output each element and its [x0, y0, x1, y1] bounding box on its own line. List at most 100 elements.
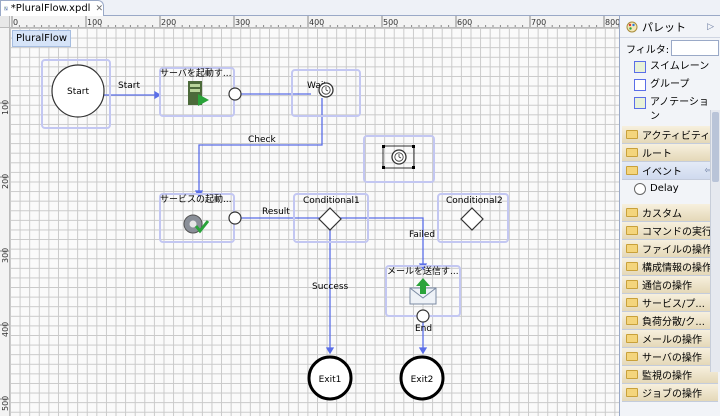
palette-drawer[interactable]: コマンドの実行	[622, 222, 718, 240]
ruler-top-label: 500	[383, 18, 398, 27]
palette-drawer[interactable]: サーバの操作	[622, 348, 718, 366]
edge-failed-label: Failed	[409, 230, 435, 240]
folder-icon	[626, 298, 638, 307]
conditional2-node[interactable]	[460, 207, 484, 231]
tab-pluralflow[interactable]: *PluralFlow.xpdl ✕	[0, 0, 104, 16]
annotation-icon	[634, 97, 646, 109]
palette-tool-label: グループ	[650, 79, 690, 90]
palette-drawer-label: 通信の操作	[642, 281, 692, 292]
start-server-label: サーバを起動す...	[160, 68, 232, 79]
palette-scroll-thumb[interactable]	[712, 112, 719, 182]
palette-drawer-label: サービス/プ...	[642, 299, 705, 310]
palette-drawer[interactable]: イベント ⇦	[622, 162, 718, 180]
folder-icon	[626, 244, 638, 253]
palette-tool-1[interactable]: グループ	[620, 76, 720, 94]
exit1-label: Exit1	[319, 375, 342, 385]
ruler-corner	[0, 16, 10, 28]
palette-drawer-label: ファイルの操作	[642, 245, 712, 256]
server-icon	[188, 81, 209, 106]
wait-label: Wait	[307, 81, 327, 91]
palette-drawer-label: コマンドの実行	[642, 227, 712, 238]
palette-drawer[interactable]: ルート	[622, 144, 718, 162]
send-mail-connector[interactable]	[416, 309, 430, 323]
timer-event-frame	[363, 135, 435, 183]
folder-icon	[626, 166, 638, 175]
exit2-node[interactable]	[399, 355, 445, 401]
palette-collapse-icon[interactable]: ▷	[707, 21, 714, 32]
palette-drawer-label: ルート	[642, 149, 672, 160]
exit2-label: Exit2	[411, 375, 434, 385]
palette-scrollbar[interactable]	[710, 110, 720, 372]
palette-title: パレット	[642, 20, 686, 34]
palette-event-item[interactable]: Delay	[620, 180, 720, 198]
ruler-left-label: 300	[1, 248, 10, 263]
palette-drawer-label: 負荷分散/ク...	[642, 317, 705, 328]
swimlane-icon	[634, 61, 646, 73]
palette-drawer[interactable]: ジョブの操作	[622, 384, 718, 402]
start-node[interactable]	[51, 64, 105, 118]
palette-drawer[interactable]: 通信の操作	[622, 276, 718, 294]
palette-drawer[interactable]: ファイルの操作	[622, 240, 718, 258]
folder-icon	[626, 388, 638, 397]
folder-icon	[626, 352, 638, 361]
filter-input[interactable]	[671, 40, 720, 56]
start-server-connector[interactable]	[228, 87, 242, 101]
diagram-name-label[interactable]: PluralFlow	[12, 30, 71, 47]
palette-drawer-label: メールの操作	[642, 335, 702, 346]
folder-icon	[626, 208, 638, 217]
ruler-left-label: 500	[1, 396, 10, 411]
palette-tool-2[interactable]: アノテーション	[620, 94, 720, 126]
ruler-top-label: 300	[235, 18, 250, 27]
close-icon[interactable]: ✕	[95, 3, 103, 14]
folder-icon	[626, 130, 638, 139]
flow-diagram: Start Start サーバを起動す... Wait Check	[41, 59, 509, 401]
conditional2-label: Conditional2	[446, 196, 503, 206]
start-service-connector[interactable]	[228, 211, 242, 225]
edge-check[interactable]	[198, 98, 323, 193]
service-gear-icon	[183, 214, 210, 234]
editor-tabbar: *PluralFlow.xpdl ✕	[0, 0, 720, 16]
conditional1-node[interactable]	[318, 207, 342, 231]
send-mail-label: メールを送信す...	[387, 265, 459, 277]
mail-icon	[409, 278, 437, 305]
palette-drawer[interactable]: メールの操作	[622, 330, 718, 348]
edge-start-label: Start	[118, 81, 140, 91]
palette-drawer[interactable]: 監視の操作	[622, 366, 718, 384]
pin-icon[interactable]: ⇦	[704, 165, 712, 176]
palette-drawer[interactable]: サービス/プ...	[622, 294, 718, 312]
folder-icon	[626, 316, 638, 325]
palette-header[interactable]: パレット ▷	[620, 16, 720, 38]
clock-icon	[634, 183, 646, 195]
exit1-node[interactable]	[307, 355, 353, 401]
folder-icon	[626, 334, 638, 343]
palette-panel: パレット ▷ フィルタ: スイムレーングループアノテーション アクティビティルー…	[619, 16, 720, 416]
palette-drawer[interactable]: 負荷分散/ク...	[622, 312, 718, 330]
folder-icon	[626, 370, 638, 379]
edge-check-label: Check	[248, 135, 276, 145]
palette-icon	[626, 21, 638, 32]
group-icon	[634, 79, 646, 91]
start-service-label: サービスの起動...	[160, 194, 232, 205]
palette-drawer[interactable]: カスタム	[622, 204, 718, 222]
palette-drawer-label: イベント	[642, 167, 682, 178]
tab-title: *PluralFlow.xpdl	[10, 3, 91, 14]
ruler-top-label: 100	[87, 18, 102, 27]
ruler-left-label: 100	[1, 100, 10, 115]
diagram-canvas[interactable]: PluralFlow Start Start サーバを起動す...	[10, 28, 619, 416]
edge-start-arrow	[154, 90, 162, 100]
ruler-top-label: 400	[309, 18, 324, 27]
ruler-top-label: 800	[605, 18, 619, 27]
timer-clock-icon	[394, 152, 404, 162]
ruler-left-label: 400	[1, 322, 10, 337]
palette-drawer[interactable]: アクティビティ	[622, 126, 718, 144]
palette-drawer[interactable]: 構成情報の操作	[622, 258, 718, 276]
palette-tool-0[interactable]: スイムレーン	[620, 58, 720, 76]
ruler-top-label: 200	[161, 18, 176, 27]
ruler-top-label: 700	[531, 18, 546, 27]
folder-icon	[626, 226, 638, 235]
wait-clock-icon	[321, 85, 331, 95]
edge-end-arrow	[418, 347, 428, 355]
